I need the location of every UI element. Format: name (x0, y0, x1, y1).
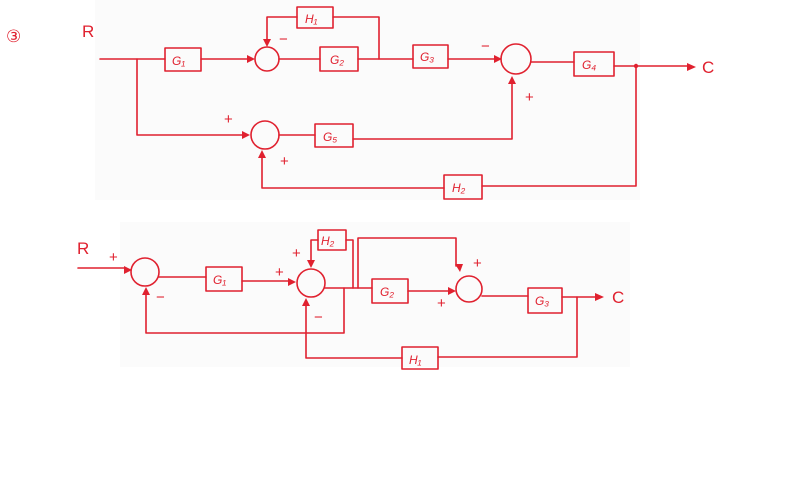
d2-arrow-s2 (288, 278, 296, 286)
d1-g4-label: G₄ (582, 58, 596, 72)
d2-output-arrow (595, 293, 604, 301)
d2-sum2-in-sign: + (275, 264, 284, 281)
d1-sum2-bottom-sign: + (280, 153, 289, 170)
d1-g2-label: G₂ (330, 53, 344, 67)
d2-h1-right-line (437, 296, 578, 358)
d1-input-label: R (82, 22, 94, 41)
d2-h2-arrow (307, 260, 315, 268)
d1-g5-label: G₅ (323, 130, 337, 144)
d2-arrow-s3 (448, 287, 456, 295)
d2-h2-label: H₂ (321, 234, 335, 248)
d2-g1-block (205, 266, 243, 292)
d1-g1-label: G₁ (172, 54, 185, 68)
d2-g3-block (527, 287, 563, 314)
d1-arrow-s1 (247, 55, 255, 63)
d1-sum2-top-sign: + (224, 111, 233, 128)
diagram1-panel (95, 0, 640, 200)
d1-h2-block (443, 174, 483, 200)
d2-sum2-bottom-sign: − (314, 309, 323, 326)
d2-input-label: R (77, 239, 89, 258)
d2-bypass-arrow (455, 264, 463, 272)
d2-unity-feedback-line (145, 287, 345, 334)
d2-g3-label: G₃ (535, 294, 549, 308)
d1-sum3-top-sign: − (481, 38, 490, 55)
d2-sum2-top-sign: + (292, 245, 301, 262)
d1-output-label: C (702, 58, 714, 77)
diagram2: R + − G₁ + + − H₂ + G₂ + (77, 229, 624, 370)
d1-h2-right-line (481, 65, 637, 187)
d2-sum3-left-sign: + (437, 295, 446, 312)
d2-h1-label: H₁ (409, 353, 422, 367)
d2-bypass-line (357, 237, 457, 289)
d1-sum3-bottom-sign: + (525, 89, 534, 106)
d1-output-arrow (687, 63, 696, 71)
d1-h1-label: H₁ (305, 12, 318, 26)
d1-h1-left-line (266, 16, 298, 43)
d2-output-label: C (612, 288, 624, 307)
d1-g5-block (314, 123, 354, 148)
problem-number: ③ (6, 27, 21, 46)
d1-h2-left-line (261, 154, 445, 189)
d1-sum3 (500, 43, 532, 75)
d2-sum3 (455, 275, 483, 303)
d1-branch-arrow (242, 131, 250, 139)
d1-g5-to-sum3-line (352, 81, 513, 140)
d1-g4-block (573, 51, 615, 77)
d1-h2-arrow (258, 150, 266, 158)
d1-branch-line (136, 58, 245, 136)
d2-h2-left-line (310, 239, 319, 263)
d2-sum1-fb-sign: − (156, 289, 165, 306)
d2-h1-arrow (302, 298, 310, 306)
d2-h2-right-line (345, 239, 354, 289)
d2-sum2 (296, 268, 326, 298)
d2-g1-label: G₁ (213, 273, 226, 287)
d1-g3-label: G₃ (420, 50, 434, 64)
d1-h1-right-line (332, 16, 380, 60)
diagram2-panel (120, 222, 630, 367)
diagram1: R G₁ − H₁ G₂ G₃ − + G (82, 6, 714, 200)
d2-input-arrow (124, 266, 132, 274)
d1-arrow-s3 (494, 55, 502, 63)
d2-sum3-top-sign: + (473, 255, 482, 272)
d1-h1-arrow (263, 39, 271, 47)
d2-h1-left-line (305, 302, 403, 359)
d1-h2-label: H₂ (452, 181, 466, 195)
d2-unity-feedback-arrow (142, 287, 150, 295)
d1-sum1-sign: − (279, 31, 288, 48)
d2-sum1-in-sign: + (109, 249, 118, 266)
d2-g2-label: G₂ (380, 285, 394, 299)
d1-g5-arrow (508, 76, 516, 84)
d1-g3-block (412, 44, 449, 69)
d2-sum1 (130, 257, 160, 287)
